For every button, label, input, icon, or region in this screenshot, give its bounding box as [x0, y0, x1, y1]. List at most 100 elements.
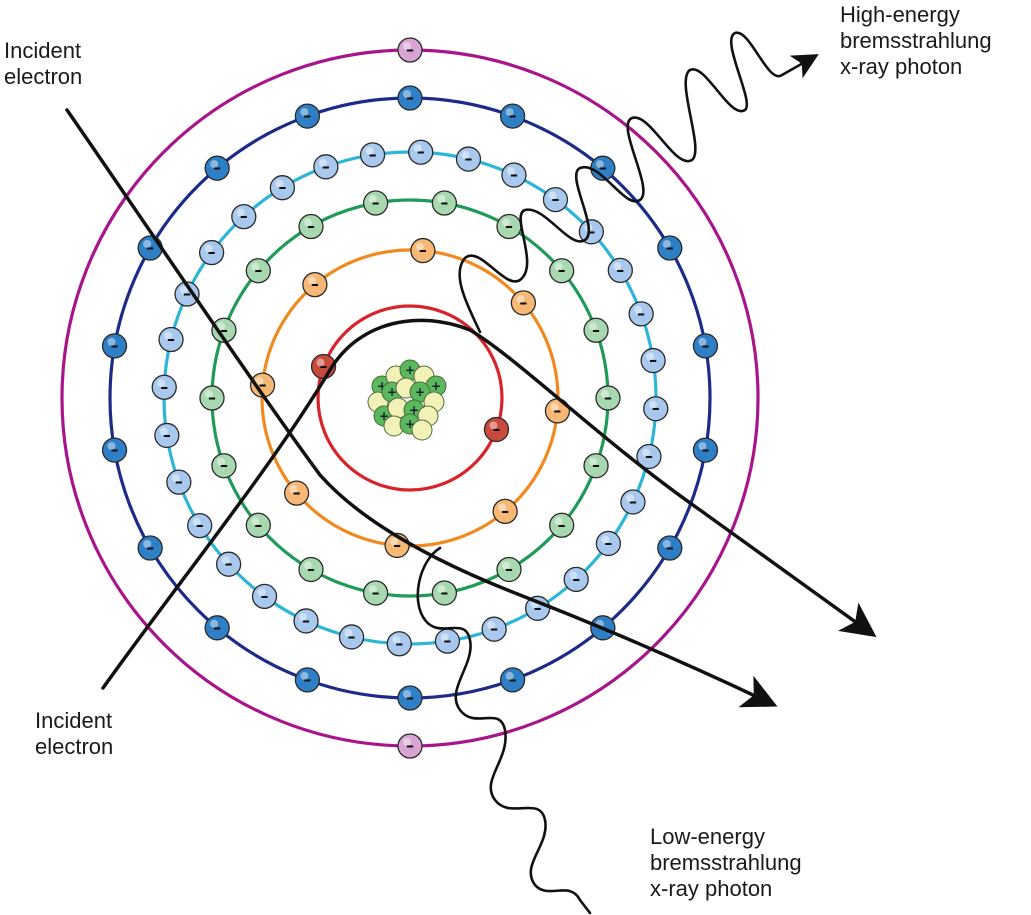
electron: – — [204, 615, 230, 641]
electron: – — [211, 317, 237, 343]
electron-minus-sign: – — [604, 533, 612, 552]
electron-minus-sign: – — [604, 388, 612, 407]
electron-minus-sign: – — [320, 357, 328, 376]
electron: – — [481, 616, 507, 642]
electron-minus-sign: – — [616, 260, 624, 279]
electron-minus-sign: – — [440, 193, 448, 212]
electron: – — [583, 453, 609, 479]
electron-minus-sign: – — [302, 611, 310, 630]
electron-minus-sign: – — [307, 217, 315, 236]
electron: – — [692, 437, 719, 463]
electron: – — [499, 667, 526, 693]
electron: – — [524, 595, 551, 621]
electron-minus-sign: – — [637, 304, 645, 323]
electron: – — [692, 333, 719, 359]
electron: – — [269, 175, 296, 201]
electron-minus-sign: – — [629, 492, 637, 511]
electron: – — [174, 281, 200, 307]
electron-minus-sign: – — [592, 320, 600, 339]
electron: – — [293, 608, 319, 634]
electron: – — [187, 512, 213, 539]
electron: – — [231, 203, 257, 230]
high-energy-photon-wave — [458, 31, 819, 334]
low-energy-photon-wave — [416, 546, 592, 915]
electron: – — [583, 317, 609, 343]
electron-minus-sign: – — [183, 284, 191, 303]
electron-shells: ––––––––––––––––––––––––––––––––––––––––… — [60, 37, 760, 759]
proton-plus-sign: + — [387, 385, 397, 399]
electron: – — [410, 237, 436, 264]
electron-minus-sign: – — [505, 217, 513, 236]
electron-minus-sign: – — [213, 618, 221, 637]
electron-minus-sign: – — [254, 515, 262, 534]
electron: – — [455, 146, 482, 172]
electron-minus-sign: – — [259, 375, 267, 394]
electron: – — [657, 535, 683, 561]
proton-plus-sign: + — [405, 417, 415, 431]
electron: – — [397, 685, 423, 711]
electron-minus-sign: – — [311, 275, 319, 294]
electron-minus-sign: – — [406, 88, 414, 107]
electron-minus-sign: – — [146, 538, 154, 557]
electron-minus-sign: – — [348, 627, 356, 646]
electron: – — [362, 580, 389, 606]
electron: – — [636, 443, 662, 470]
electron: – — [151, 374, 177, 400]
incident-electron-label-bottom: Incident electron — [35, 708, 114, 759]
electron: – — [294, 667, 321, 693]
electron-minus-sign: – — [701, 336, 709, 355]
electron: – — [101, 437, 128, 463]
electron-minus-sign: – — [443, 631, 451, 650]
electron: – — [397, 85, 423, 111]
electron-minus-sign: – — [464, 149, 472, 168]
electron: – — [198, 239, 225, 266]
electron-minus-sign: – — [406, 688, 414, 707]
electron-minus-sign: – — [490, 619, 498, 638]
electron: – — [492, 498, 518, 525]
electron: – — [496, 213, 522, 240]
electron-minus-sign: – — [406, 40, 414, 59]
electron: – — [643, 396, 669, 422]
electron: – — [166, 469, 192, 495]
proton-plus-sign: + — [405, 363, 415, 377]
electron: – — [386, 631, 412, 657]
electron-minus-sign: – — [558, 261, 566, 280]
electron: – — [607, 257, 633, 284]
electron-minus-sign: – — [372, 583, 380, 602]
proton-plus-sign: + — [377, 379, 387, 393]
electron-minus-sign: – — [440, 583, 448, 602]
electron: – — [499, 103, 526, 129]
incident-electron-path-high-energy — [101, 318, 877, 690]
electron-minus-sign: – — [220, 456, 228, 475]
electron: – — [542, 186, 569, 213]
electron: – — [483, 416, 510, 443]
electron: – — [563, 566, 589, 593]
electron-minus-sign: – — [146, 238, 154, 257]
electron-minus-sign: – — [509, 106, 517, 125]
electron: – — [431, 580, 458, 606]
nucleus: ++++++++ — [367, 359, 447, 441]
electron-minus-sign: – — [111, 440, 119, 459]
electron-minus-sign: – — [510, 165, 518, 184]
electron: – — [362, 190, 389, 216]
electron-minus-sign: – — [701, 440, 709, 459]
electron: – — [595, 385, 621, 411]
proton-plus-sign: + — [431, 379, 441, 393]
electron-minus-sign: – — [303, 670, 311, 689]
electron-minus-sign: – — [303, 106, 311, 125]
electron: – — [397, 37, 423, 63]
electron: – — [510, 290, 537, 316]
electron: – — [549, 512, 575, 538]
electron-minus-sign: – — [208, 243, 216, 262]
electron: – — [313, 154, 339, 180]
photon-waves — [416, 31, 819, 915]
electron-minus-sign: – — [208, 388, 216, 407]
electron: – — [298, 213, 324, 240]
electron-minus-sign: – — [505, 559, 513, 578]
electron-minus-sign: – — [322, 157, 330, 176]
electron-minus-sign: – — [220, 320, 228, 339]
electron: – — [215, 551, 242, 577]
electron-minus-sign: – — [111, 336, 119, 355]
electron-paths — [65, 108, 877, 708]
electron: – — [158, 326, 184, 353]
